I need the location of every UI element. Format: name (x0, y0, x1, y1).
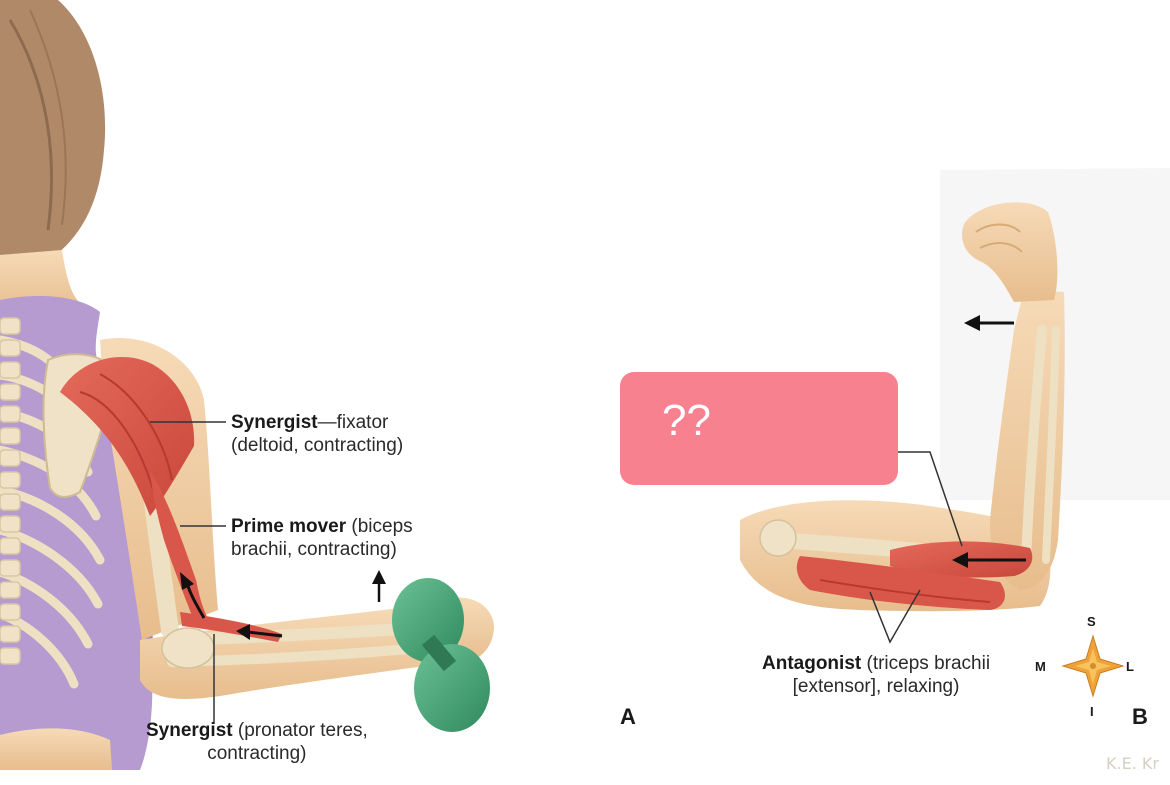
question-text: ?? (662, 396, 711, 445)
label-prime-mover: Prime mover (biceps brachii, contracting… (231, 515, 413, 561)
label-term: Synergist (146, 720, 233, 741)
credit-text: K.E. Kr (1106, 754, 1159, 773)
compass-label-right: L (1126, 659, 1134, 674)
label-detail: brachii, contracting) (231, 539, 397, 560)
arrow-pronator-icon (236, 624, 283, 640)
compass-label-top: S (1087, 614, 1096, 629)
label-antagonist: Antagonist (triceps brachii [extensor], … (762, 652, 990, 698)
leader-lines-b (869, 451, 963, 644)
panel-letter-b: B (1132, 704, 1148, 729)
panel-letter-a: A (620, 704, 636, 729)
dumbbell-icon (392, 578, 490, 732)
label-term: Antagonist (762, 653, 862, 674)
label-synergist-pronator: Synergist (pronator teres, contracting) (146, 719, 368, 765)
panel-a-figure (0, 0, 494, 770)
label-term: Prime mover (231, 516, 347, 537)
label-detail: —fixator (317, 412, 389, 433)
panel-b-figure (740, 168, 1170, 698)
arrow-forearm-b-icon (964, 315, 1014, 331)
label-detail: (biceps (346, 516, 413, 537)
label-detail: (triceps brachii (861, 653, 991, 674)
compass-star-icon (1061, 634, 1125, 698)
label-detail: (deltoid, contracting) (231, 435, 404, 456)
triceps-muscle-b (796, 556, 1005, 610)
compass-label-left: M (1035, 659, 1046, 674)
biceps-muscle (150, 470, 210, 626)
spine (0, 317, 21, 665)
label-synergist-fixator: Synergist—fixator (deltoid, contracting) (231, 411, 403, 457)
label-detail: (pronator teres, (232, 720, 368, 741)
compass-label-bottom: I (1090, 704, 1094, 719)
label-detail: contracting) (207, 743, 307, 764)
label-detail: [extensor], relaxing) (792, 676, 960, 697)
label-term: Synergist (231, 412, 318, 433)
arrow-up-icon (372, 570, 386, 602)
arrow-biceps-icon (180, 572, 206, 619)
leader-lines-a (150, 421, 226, 724)
arrow-biceps-b-icon (952, 552, 1026, 568)
hair-shape (0, 0, 106, 272)
question-box: ?? (620, 372, 898, 485)
